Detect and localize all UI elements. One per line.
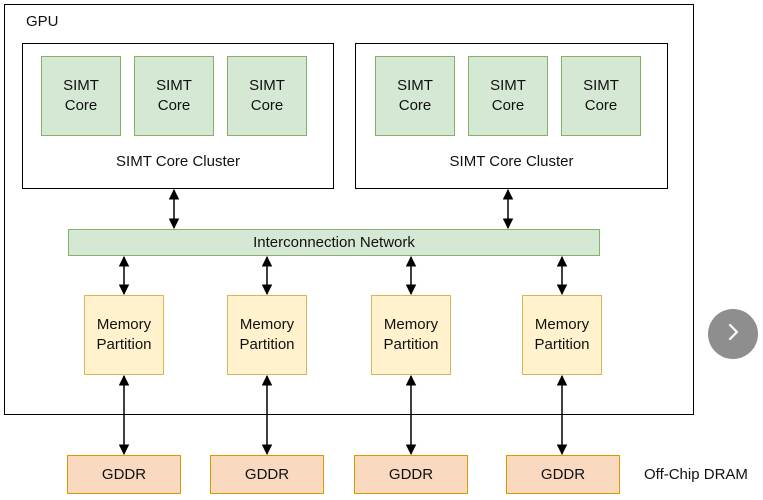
gpu-label: GPU bbox=[26, 13, 59, 30]
next-button[interactable] bbox=[708, 309, 758, 359]
simt-core: SIMT Core bbox=[375, 56, 455, 136]
memory-partition: Memory Partition bbox=[522, 295, 602, 375]
gddr-block: GDDR bbox=[210, 455, 324, 494]
gddr-block: GDDR bbox=[67, 455, 181, 494]
gddr-block: GDDR bbox=[506, 455, 620, 494]
memory-partition: Memory Partition bbox=[84, 295, 164, 375]
gpu-box bbox=[4, 4, 694, 415]
memory-partition: Memory Partition bbox=[227, 295, 307, 375]
simt-core: SIMT Core bbox=[561, 56, 641, 136]
interconnection-network: Interconnection Network bbox=[68, 229, 600, 256]
simt-core: SIMT Core bbox=[134, 56, 214, 136]
memory-partition: Memory Partition bbox=[371, 295, 451, 375]
chevron-right-icon bbox=[723, 322, 743, 347]
simt-core: SIMT Core bbox=[41, 56, 121, 136]
cluster-label: SIMT Core Cluster bbox=[449, 153, 574, 170]
off-chip-dram-label: Off-Chip DRAM bbox=[644, 466, 748, 483]
simt-core: SIMT Core bbox=[227, 56, 307, 136]
gddr-block: GDDR bbox=[354, 455, 468, 494]
cluster-label: SIMT Core Cluster bbox=[116, 153, 240, 170]
simt-core: SIMT Core bbox=[468, 56, 548, 136]
